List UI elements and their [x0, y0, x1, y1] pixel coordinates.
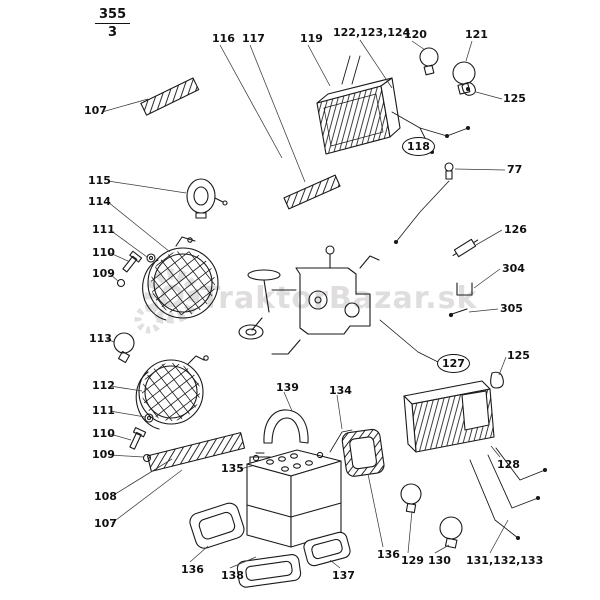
figure-sheet: 3 — [108, 25, 118, 40]
part-label-125b: 125 — [507, 349, 530, 362]
part-label-110b: 110 — [92, 427, 115, 440]
wiring-harness-bottom — [469, 447, 548, 541]
rubber-pad-bottom — [236, 554, 302, 588]
figure-reference: 355 3 — [95, 7, 131, 40]
part-label-110: 110 — [92, 246, 115, 259]
part-label-116: 116 — [212, 32, 235, 45]
rubber-pad-right — [303, 531, 351, 567]
part-label-77: 77 — [507, 163, 523, 176]
wiring-harness-top — [341, 55, 471, 155]
part-label-128: 128 — [497, 458, 520, 471]
part-label-134: 134 — [329, 384, 352, 397]
part-label-122-123-124: 122,123,124 — [333, 26, 411, 39]
reflector-strip-middle — [283, 174, 341, 210]
battery — [246, 449, 342, 548]
headlamp-lower — [135, 355, 209, 430]
watermark: TraktorBazar.sk — [134, 268, 477, 334]
pin-305 — [448, 308, 468, 318]
bulb-113 — [113, 332, 135, 364]
part-label-111b: 111 — [92, 404, 115, 417]
part-label-114: 114 — [88, 195, 111, 208]
bulb-121 — [452, 61, 476, 95]
grommet-77 — [393, 162, 454, 245]
part-label-109: 109 — [92, 267, 115, 280]
cable-clamp-upper — [461, 81, 477, 96]
leader-lines — [101, 39, 509, 569]
bulb-120 — [419, 47, 439, 76]
part-label-129: 129 — [401, 554, 424, 567]
part-label-126: 126 — [504, 223, 527, 236]
part-label-138: 138 — [221, 569, 244, 582]
front-lamp — [316, 77, 401, 155]
part-label-139: 139 — [276, 381, 299, 394]
part-label-117: 117 — [242, 32, 265, 45]
cable-clamp-lower — [490, 371, 504, 389]
part-label-112: 112 — [92, 379, 115, 392]
part-label-120: 120 — [404, 28, 427, 41]
horn-115 — [186, 178, 228, 219]
part-label-136a: 136 — [181, 563, 204, 576]
part-label-118: 118 — [402, 137, 435, 156]
part-label-107: 107 — [84, 104, 107, 117]
bracket-304 — [456, 282, 473, 296]
figure-number: 355 — [95, 7, 131, 24]
carrying-handle — [263, 409, 309, 444]
part-label-127: 127 — [437, 354, 470, 373]
part-label-107b: 107 — [94, 517, 117, 530]
side-lamp — [341, 428, 385, 477]
part-label-305: 305 — [500, 302, 523, 315]
part-label-108: 108 — [94, 490, 117, 503]
bulb-129 — [400, 483, 422, 514]
part-label-125a: 125 — [503, 92, 526, 105]
fasteners-upper — [116, 250, 156, 288]
rubber-pad-left — [189, 502, 245, 549]
watermark-text: TraktorBazar.sk — [200, 281, 477, 316]
part-label-304: 304 — [502, 262, 525, 275]
bulb-130 — [439, 516, 463, 549]
part-label-137: 137 — [332, 569, 355, 582]
tractor-chassis-assembly — [238, 245, 439, 363]
part-label-130: 130 — [428, 554, 451, 567]
fuse-126 — [452, 238, 479, 258]
part-label-115: 115 — [88, 174, 111, 187]
part-label-113: 113 — [89, 332, 112, 345]
rear-lamp — [403, 380, 495, 453]
part-label-135: 135 — [221, 462, 244, 475]
part-label-131-132-133: 131,132,133 — [466, 554, 544, 567]
mounting-strip-lower — [146, 432, 246, 472]
part-label-136b: 136 — [377, 548, 400, 561]
part-label-109b: 109 — [92, 448, 115, 461]
part-label-111: 111 — [92, 223, 115, 236]
part-label-121: 121 — [465, 28, 488, 41]
reflector-strip-upper — [140, 77, 200, 116]
fasteners-lower — [129, 413, 154, 463]
part-label-119: 119 — [300, 32, 323, 45]
